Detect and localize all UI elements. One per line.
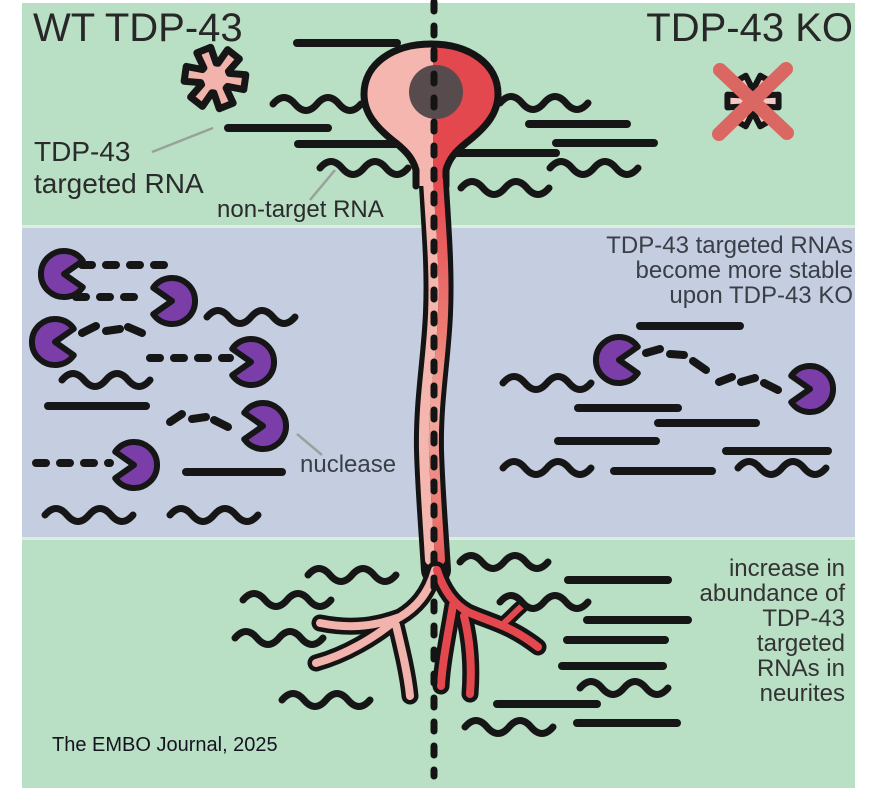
non-target-rna-icon [500,97,588,110]
nucleus [409,65,463,119]
targeted-rna-label-line2: targeted RNA [34,168,204,199]
stability-line: TDP-43 targeted RNAs [606,232,853,259]
neurite-line: increase in [728,555,845,582]
stability-annotation: TDP-43 targeted RNAs become more stable … [606,233,853,308]
ko-cytoplasm-stable-rnas [503,322,833,475]
non-target-rna-icon [503,377,591,390]
neurite-annotation: increase in abundance of TDP-43 targeted… [700,556,845,706]
non-target-rna-icon [550,162,638,175]
neurite-line: abundance of [699,580,845,607]
non-target-rna-label: non-target RNA [217,196,384,223]
rna-fragments-icon [78,322,146,337]
non-target-rna-icon [170,509,258,522]
tdp43-protein-icon [181,44,249,111]
non-target-rna-icon [460,556,548,569]
neurites-right-red [433,566,542,698]
rna-fragments-icon [642,345,710,374]
neurite-line: neurites [759,680,845,707]
ko-panel-title: TDP-43 KO [646,6,853,50]
non-target-rna-icon [207,311,295,324]
nuclease-icon [153,278,195,324]
rna-fragments-icon [715,373,782,394]
nuclease-icon [41,251,83,297]
targeted-rna-label: TDP-43 targeted RNA [34,136,204,200]
nuclease-icon [791,366,833,412]
nuclease-icon [115,442,157,488]
rna-fragments-icon [166,410,232,431]
journal-credit: The EMBO Journal, 2025 [52,734,278,756]
nuclease-icon [244,403,286,449]
stability-line: upon TDP-43 KO [669,282,853,309]
neurite-line: TDP-43 [762,605,845,632]
nuclease-icon [232,339,274,385]
neurite-line: RNAs in [756,655,845,682]
neurite-rnas [235,556,692,734]
non-target-rna-icon [45,509,133,522]
leader-line-nuclease [296,433,323,456]
non-target-rna-icon [243,594,331,607]
neurites-left-pink [312,566,439,700]
nuclease-icon [32,319,74,365]
ko-nucleus-rnas [452,97,658,195]
wt-cytoplasm-degradation [32,251,295,522]
non-target-rna-icon [503,462,591,475]
leader-line-targeted-rna [151,126,214,154]
non-target-rna-icon [273,98,361,111]
neurite-line: targeted [756,630,845,657]
stability-line: become more stable [635,257,853,284]
nuclease-label: nuclease [300,451,397,478]
non-target-rna-icon [62,374,150,387]
ko-cross-icon [712,62,793,141]
non-target-rna-icon [235,632,323,645]
non-target-rna-icon [461,182,549,195]
non-target-rna-icon [580,682,668,695]
targeted-rna-label-line1: TDP-43 [34,136,131,167]
non-target-rna-icon [465,721,553,734]
nuclease-icon [596,337,638,383]
non-target-rna-icon [738,462,826,475]
wt-panel-title: WT TDP-43 [33,6,243,50]
wt-nucleus-rnas [224,39,408,175]
tdp43-ko-icon [712,62,794,141]
non-target-rna-icon [282,694,370,707]
leader-line-non-target-rna [309,169,336,201]
non-target-rna-icon [308,569,396,582]
